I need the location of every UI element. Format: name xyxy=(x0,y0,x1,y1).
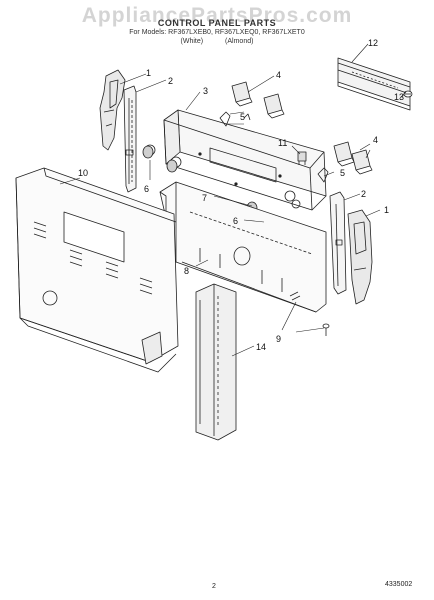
callout-12: 12 xyxy=(368,38,378,48)
callout-1-left: 1 xyxy=(146,68,151,78)
part-3-control-panel xyxy=(144,109,327,211)
callout-6-center: 6 xyxy=(233,216,238,226)
color-codes: (White) (Almond) xyxy=(0,38,434,45)
part-8-rear-shield xyxy=(159,181,327,313)
diagram-title: CONTROL PANEL PARTS xyxy=(157,18,277,28)
model-numbers: For Models: RF367LXEB0, RF367LXEQ0, RF36… xyxy=(129,29,305,36)
part-12-trim xyxy=(337,57,411,111)
callout-10: 10 xyxy=(78,168,88,178)
callout-numbers: 1 2 3 4 5 6 7 6 8 9 10 11 12 13 4 5 2 1 … xyxy=(78,38,404,352)
part-14-side-trim xyxy=(195,283,237,441)
callout-6-left: 6 xyxy=(144,184,149,194)
callout-5-upper: 5 xyxy=(240,112,245,122)
part-11-switch xyxy=(297,151,307,165)
callout-2-left: 2 xyxy=(168,76,173,86)
document-number: 4335002 xyxy=(385,581,413,588)
part-13-screw xyxy=(403,90,413,98)
callout-11: 11 xyxy=(278,138,287,148)
part-1-left-endcap xyxy=(99,69,126,151)
callout-3: 3 xyxy=(203,86,208,96)
callout-13: 13 xyxy=(394,92,404,102)
part-1-right-endcap xyxy=(347,209,373,305)
callout-2-right: 2 xyxy=(361,189,366,199)
part-9-screws xyxy=(289,291,330,336)
callout-8: 8 xyxy=(184,266,189,276)
callout-4-upper: 4 xyxy=(276,70,281,80)
callout-4-lower: 4 xyxy=(373,135,378,145)
part-2-left-bracket xyxy=(123,85,137,193)
callout-9: 9 xyxy=(276,334,281,344)
part-2-right-bracket xyxy=(329,191,347,295)
color-code-white: (White) xyxy=(180,38,204,45)
part-10-back-panel xyxy=(15,167,179,373)
part-4-knobs-upper xyxy=(231,81,373,175)
callout-7: 7 xyxy=(202,193,207,203)
callout-14: 14 xyxy=(256,342,266,352)
callout-5-lower: 5 xyxy=(340,168,345,178)
watermark: AppliancePartsPros.com xyxy=(81,4,353,27)
leader-lines xyxy=(59,43,407,357)
color-code-almond: (Almond) xyxy=(225,38,254,45)
part-5-clips xyxy=(219,111,329,183)
callout-1-right: 1 xyxy=(384,205,389,215)
page-number: 2 xyxy=(212,583,216,590)
